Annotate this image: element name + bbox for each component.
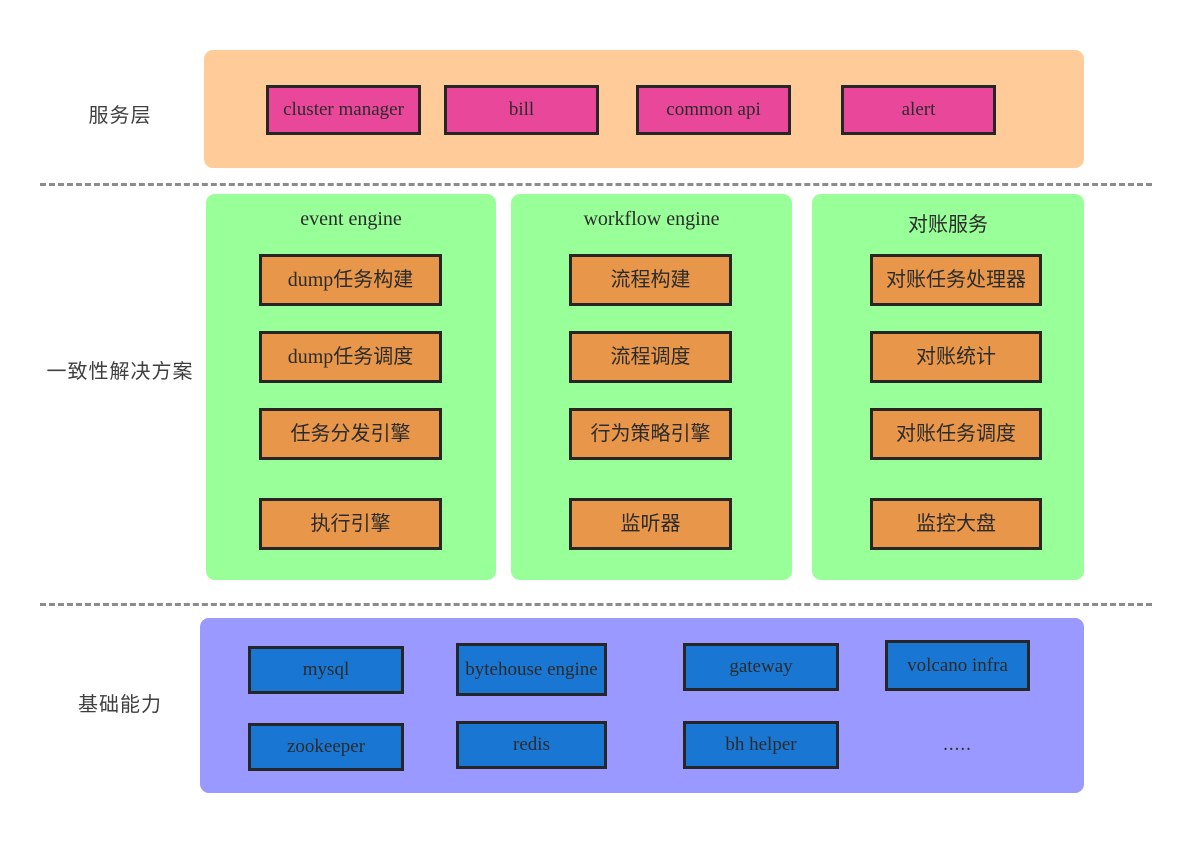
group-node-reconciliation-statistics[interactable]: 对账统计: [870, 331, 1042, 383]
layer-label-infra: 基础能力: [78, 694, 162, 716]
group-node-flow-build[interactable]: 流程构建: [569, 254, 732, 306]
service-node-common-api[interactable]: common api: [636, 85, 791, 135]
infra-node-ellipsis: .....: [943, 734, 972, 755]
group-node-label: dump任务调度: [287, 345, 414, 368]
group-node-label: 行为策略引擎: [590, 422, 711, 445]
group-node-label: 流程构建: [610, 268, 691, 291]
group-title-reconciliation-service: 对账服务: [908, 214, 988, 236]
group-node-reconciliation-task-schedule[interactable]: 对账任务调度: [870, 408, 1042, 460]
group-node-label: 任务分发引擎: [290, 422, 411, 445]
infra-node-gateway[interactable]: gateway: [683, 643, 839, 691]
group-node-dump-task-build[interactable]: dump任务构建: [259, 254, 442, 306]
infra-node-label: volcano infra: [907, 654, 1008, 676]
service-node-bill[interactable]: bill: [444, 85, 599, 135]
service-node-alert[interactable]: alert: [841, 85, 996, 135]
group-node-reconciliation-task-processor[interactable]: 对账任务处理器: [870, 254, 1042, 306]
group-node-label: 对账任务处理器: [886, 268, 1026, 291]
service-node-label: cluster manager: [283, 99, 404, 121]
group-node-behavior-policy-engine[interactable]: 行为策略引擎: [569, 408, 732, 460]
group-node-label: 流程调度: [610, 345, 691, 368]
infra-node-label: bh helper: [725, 734, 797, 756]
group-node-label: dump任务构建: [287, 268, 414, 291]
group-node-label: 监控大盘: [916, 512, 996, 535]
infra-node-label: redis: [513, 734, 550, 756]
group-node-label: 对账统计: [916, 345, 996, 368]
group-node-listener[interactable]: 监听器: [569, 498, 732, 550]
infra-node-zookeeper[interactable]: zookeeper: [248, 723, 404, 771]
group-node-task-dispatch-engine[interactable]: 任务分发引擎: [259, 408, 442, 460]
service-node-label: common api: [666, 99, 761, 121]
group-title-event-engine: event engine: [300, 208, 402, 230]
service-node-label: bill: [508, 99, 535, 121]
group-node-dump-task-schedule[interactable]: dump任务调度: [259, 331, 442, 383]
infra-node-label: zookeeper: [286, 736, 366, 758]
group-node-monitoring-dashboard[interactable]: 监控大盘: [870, 498, 1042, 550]
group-node-execution-engine[interactable]: 执行引擎: [259, 498, 442, 550]
infra-node-mysql[interactable]: mysql: [248, 646, 404, 694]
infra-node-label: bytehouse engine: [465, 658, 598, 680]
infra-node-bh-helper[interactable]: bh helper: [683, 721, 839, 769]
service-node-label: alert: [901, 99, 936, 121]
group-node-label: 执行引擎: [310, 512, 391, 535]
group-panel-workflow-engine: workflow engine 流程构建 流程调度 行为策略引擎 监听器: [511, 194, 792, 580]
service-layer-band: cluster manager bill common api alert: [204, 50, 1084, 168]
group-title-workflow-engine: workflow engine: [583, 208, 720, 230]
group-panel-reconciliation-service: 对账服务 对账任务处理器 对账统计 对账任务调度 监控大盘: [812, 194, 1084, 580]
layer-label-consistency: 一致性解决方案: [46, 361, 194, 383]
infra-node-label: mysql: [302, 659, 350, 681]
group-node-label: 对账任务调度: [896, 422, 1016, 445]
layer-label-service: 服务层: [88, 105, 152, 127]
group-panel-event-engine: event engine dump任务构建 dump任务调度 任务分发引擎 执行…: [206, 194, 496, 580]
infra-node-label: gateway: [729, 656, 793, 678]
separator-consistency-infra: [40, 603, 1152, 606]
group-node-flow-schedule[interactable]: 流程调度: [569, 331, 732, 383]
service-node-cluster-manager[interactable]: cluster manager: [266, 85, 421, 135]
infra-node-volcano-infra[interactable]: volcano infra: [885, 640, 1030, 691]
infra-node-bytehouse-engine[interactable]: bytehouse engine: [456, 643, 607, 696]
group-node-label: 监听器: [620, 512, 681, 535]
separator-service-consistency: [40, 183, 1152, 186]
infra-node-redis[interactable]: redis: [456, 721, 607, 769]
infra-layer-band: mysql bytehouse engine gateway volcano i…: [200, 618, 1084, 793]
